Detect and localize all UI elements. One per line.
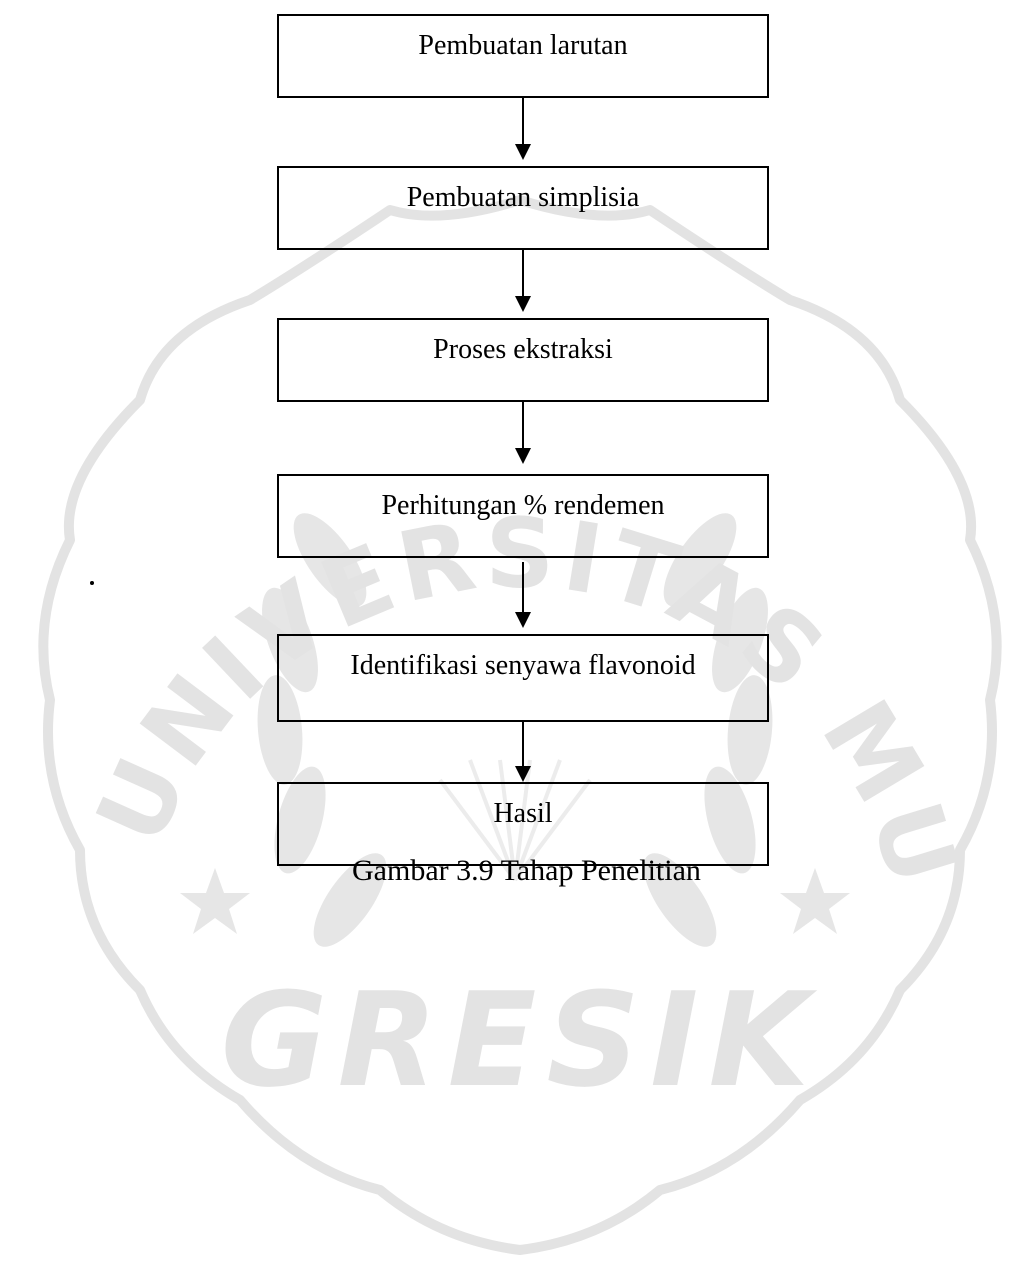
stray-dot xyxy=(90,581,94,585)
step-box-identifikasi-flavonoid: Identifikasi senyawa flavonoid xyxy=(277,634,769,722)
arrow-connector xyxy=(513,250,533,312)
step-label: Proses ekstraksi xyxy=(433,334,613,365)
arrow-connector xyxy=(513,98,533,160)
arrow-connector xyxy=(513,722,533,782)
step-label: Pembuatan larutan xyxy=(418,30,628,61)
step-label: Identifikasi senyawa flavonoid xyxy=(350,650,696,681)
svg-text:GRESIK: GRESIK xyxy=(221,964,819,1116)
step-box-pembuatan-simplisia: Pembuatan simplisia xyxy=(277,166,769,250)
figure-caption: Gambar 3.9 Tahap Penelitian xyxy=(352,854,701,887)
arrow-connector xyxy=(513,562,533,628)
step-box-hasil: Hasil xyxy=(277,782,769,866)
step-box-perhitungan-rendemen: Perhitungan % rendemen xyxy=(277,474,769,558)
step-label: Hasil xyxy=(493,798,553,829)
step-box-proses-ekstraksi: Proses ekstraksi xyxy=(277,318,769,402)
arrow-connector xyxy=(513,402,533,464)
step-label: Perhitungan % rendemen xyxy=(381,490,665,521)
step-label: Pembuatan simplisia xyxy=(406,182,640,213)
step-box-pembuatan-larutan: Pembuatan larutan xyxy=(277,14,769,98)
